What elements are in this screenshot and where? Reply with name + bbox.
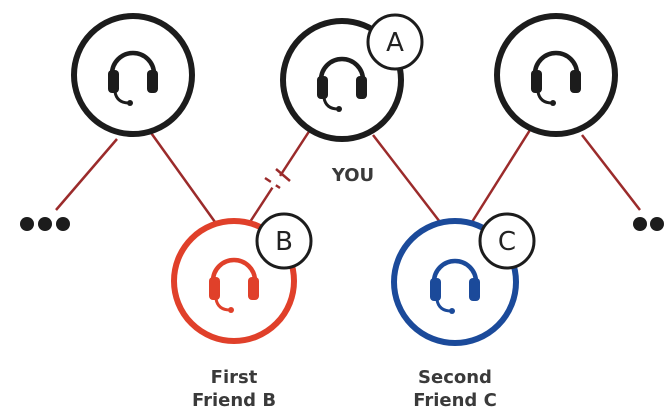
badge-letter: C [498, 227, 516, 257]
friend-b-label-line1: First [210, 367, 258, 388]
friend-c-label-line1: Second [418, 367, 492, 388]
node-left [71, 13, 195, 137]
friend-c-label-line2: Friend C [413, 390, 497, 411]
ellipsis-icon [20, 217, 70, 231]
you-label: YOU [331, 165, 375, 186]
link-right-to-more [581, 134, 641, 211]
badge-letter: B [275, 227, 293, 257]
link-left-to-friend-b [147, 129, 217, 223]
link-left-to-more [55, 138, 118, 211]
badge-b: B [255, 212, 313, 270]
badge-letter: A [386, 28, 404, 58]
broken-link-icon [264, 168, 291, 190]
link-right-to-friend-c [470, 129, 532, 223]
node-right [494, 13, 618, 137]
link-you-to-friend-c [372, 134, 441, 223]
badge-a: A [366, 13, 424, 71]
badge-c: C [478, 212, 536, 270]
friend-b-label-line2: Friend B [191, 390, 277, 411]
connection-lines [55, 129, 641, 223]
ellipsis-icon [633, 217, 664, 231]
